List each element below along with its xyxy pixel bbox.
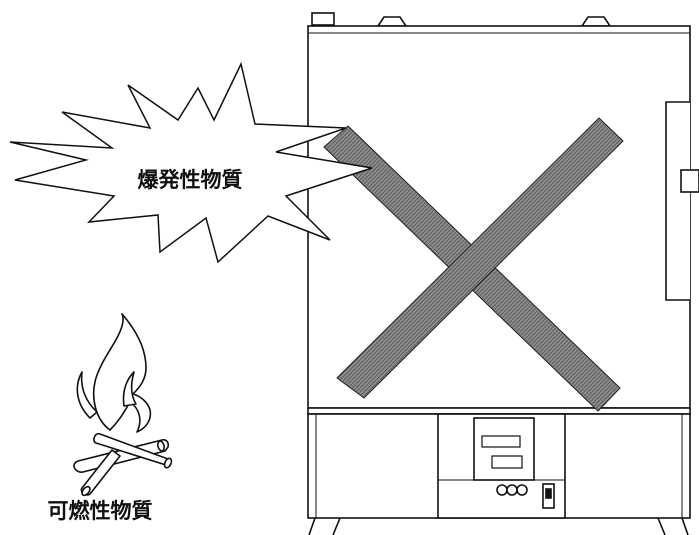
campfire-icon: 可燃性物質: [48, 313, 173, 523]
top-knob-right: [580, 16, 612, 27]
controller-display-unit: [473, 417, 535, 481]
log-1: [73, 439, 170, 473]
appliance: [307, 12, 699, 535]
foot-right: [681, 517, 689, 535]
flame-left: [76, 371, 98, 419]
control-dial-2: [506, 484, 518, 496]
explosion-burst-icon: 爆発性物質: [9, 61, 373, 264]
log-end-3: [163, 457, 173, 469]
door-handle: [680, 169, 699, 193]
explosive-substance-label: 爆発性物質: [138, 168, 243, 192]
prohibition-cross-icon: [323, 117, 624, 412]
prohibition-stroke-2: [336, 117, 624, 399]
flame-inner: [122, 371, 137, 407]
temperature-display: [481, 435, 521, 448]
combustible-substance-label: 可燃性物質: [48, 499, 153, 523]
log-end-2: [81, 485, 91, 497]
foot-left: [308, 517, 316, 535]
top-knob-center: [376, 16, 408, 27]
control-dial-1: [496, 484, 508, 496]
divider-strip: [307, 407, 691, 415]
control-dial-3: [516, 484, 528, 496]
log-end-1: [157, 440, 165, 452]
top-knob-left: [311, 12, 335, 26]
setpoint-display: [491, 455, 523, 469]
flame-main: [92, 313, 152, 433]
door-panel: [665, 101, 690, 301]
